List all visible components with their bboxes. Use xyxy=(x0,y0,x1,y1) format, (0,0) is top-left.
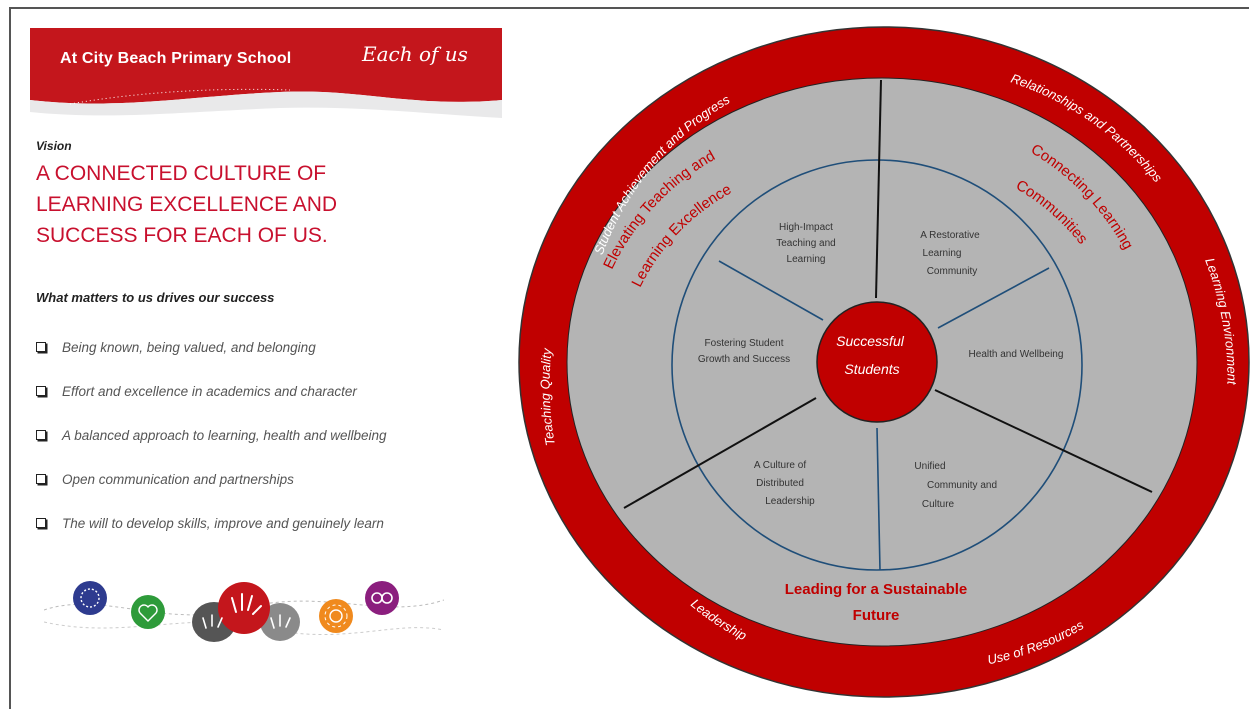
vision-statement: A CONNECTED CULTURE OF LEARNING EXCELLEN… xyxy=(36,162,338,247)
banner-motto: Each of us xyxy=(362,42,468,66)
value-text: A balanced approach to learning, health … xyxy=(62,427,387,443)
value-item: Effort and excellence in academics and c… xyxy=(36,369,387,413)
segment-unified: Unified Community and Culture xyxy=(914,461,997,510)
pillar-leading-line2: Future xyxy=(853,607,900,624)
segment-text: Distributed xyxy=(756,478,804,489)
banner-school-name: At City Beach Primary School xyxy=(60,50,292,67)
value-text: The will to develop skills, improve and … xyxy=(62,515,384,531)
link-icon xyxy=(365,581,399,615)
heart-icon xyxy=(131,595,165,629)
centre-label-1: Successful xyxy=(836,333,905,349)
checkbox-icon xyxy=(36,518,46,528)
segment-fostering: Fostering Student Growth and Success xyxy=(698,338,790,365)
segment-distributed: A Culture of Distributed Leadership xyxy=(754,460,815,507)
centre-circle xyxy=(816,301,938,423)
outer-label-teaching-quality: Teaching Quality xyxy=(538,346,558,447)
inner-circle xyxy=(671,159,1083,571)
handprints-icon xyxy=(192,582,300,642)
values-icons-strip xyxy=(44,581,444,642)
value-item: Open communication and partnerships xyxy=(36,457,387,501)
page-frame xyxy=(9,7,1249,709)
segment-text: Culture xyxy=(922,499,955,510)
checkbox-icon xyxy=(36,430,46,440)
segment-restorative: A Restorative Learning Community xyxy=(920,230,980,277)
segment-text: Learning xyxy=(923,248,962,259)
school-banner xyxy=(30,28,502,118)
centre-label-2: Students xyxy=(844,361,899,377)
segment-text: High-Impact xyxy=(779,222,833,233)
segment-text: Fostering Student xyxy=(705,338,784,349)
value-item: A balanced approach to learning, health … xyxy=(36,413,387,457)
segment-health: Health and Wellbeing xyxy=(969,349,1064,360)
globe-icon xyxy=(73,581,107,615)
segment-text: A Restorative xyxy=(920,230,980,241)
vision-label: Vision xyxy=(36,139,72,153)
value-text: Being known, being valued, and belonging xyxy=(62,339,316,355)
segment-text: Health and Wellbeing xyxy=(969,349,1064,360)
pillar-leading-line1: Leading for a Sustainable xyxy=(785,581,968,598)
value-item: The will to develop skills, improve and … xyxy=(36,501,387,545)
value-item: Being known, being valued, and belonging xyxy=(36,325,387,369)
segment-text: Leadership xyxy=(765,496,815,507)
segment-text: Teaching and xyxy=(776,238,836,249)
segment-text: A Culture of xyxy=(754,460,806,471)
value-text: Effort and excellence in academics and c… xyxy=(62,383,357,399)
values-list: Being known, being valued, and belonging… xyxy=(36,325,387,545)
segment-high-impact: High-Impact Teaching and Learning xyxy=(776,222,836,265)
checkbox-icon xyxy=(36,342,46,352)
segment-text: Learning xyxy=(787,254,826,265)
segment-text: Unified xyxy=(914,461,945,472)
value-text: Open communication and partnerships xyxy=(62,471,294,487)
flower-icon xyxy=(319,599,353,633)
segment-text: Community and xyxy=(927,480,997,491)
checkbox-icon xyxy=(36,474,46,484)
checkbox-icon xyxy=(36,386,46,396)
segment-text: Growth and Success xyxy=(698,354,790,365)
segment-text: Community xyxy=(927,266,978,277)
values-heading: What matters to us drives our success xyxy=(36,290,275,305)
